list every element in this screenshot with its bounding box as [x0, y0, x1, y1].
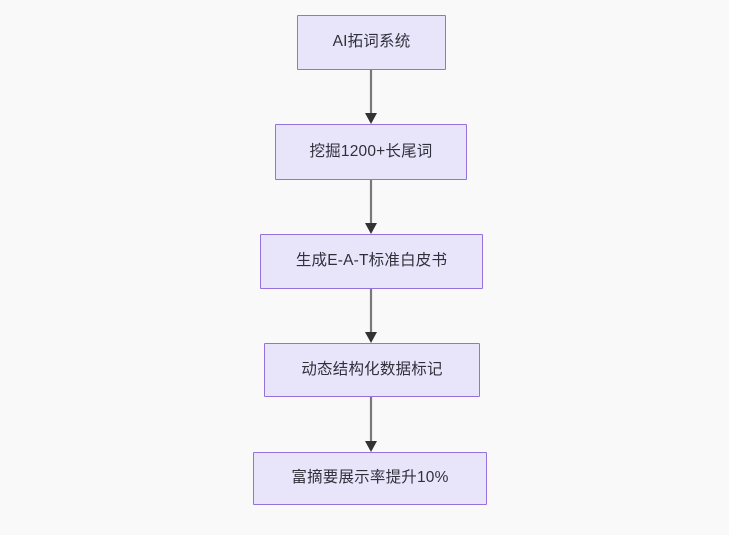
flowchart-node-rich-snippet-rate-increase[interactable]: 富摘要展示率提升10%	[253, 452, 487, 505]
flowchart-node-mine-longtail-keywords[interactable]: 挖掘1200+长尾词	[275, 124, 467, 180]
flowchart-node-dynamic-structured-data-markup[interactable]: 动态结构化数据标记	[264, 343, 480, 397]
edge-n2-n3	[365, 180, 377, 234]
arrowhead-icon-n1-n2	[365, 113, 377, 124]
flowchart-node-generate-eat-whitepaper[interactable]: 生成E-A-T标准白皮书	[260, 234, 483, 289]
arrowhead-icon-n4-n5	[365, 441, 377, 452]
edge-n4-n5	[365, 397, 377, 452]
arrowhead-icon-n2-n3	[365, 223, 377, 234]
flowchart-node-label: 动态结构化数据标记	[301, 360, 443, 378]
flowchart-node-label: 挖掘1200+长尾词	[309, 142, 433, 160]
flowchart-node-label: AI拓词系统	[332, 33, 411, 51]
edge-n3-n4	[365, 289, 377, 343]
flowchart-node-ai-keyword-system[interactable]: AI拓词系统	[297, 15, 446, 70]
arrowhead-icon-n3-n4	[365, 332, 377, 343]
edge-n1-n2	[365, 70, 377, 124]
flowchart-node-label: 富摘要展示率提升10%	[291, 469, 449, 487]
flowchart-node-label: 生成E-A-T标准白皮书	[295, 252, 448, 270]
